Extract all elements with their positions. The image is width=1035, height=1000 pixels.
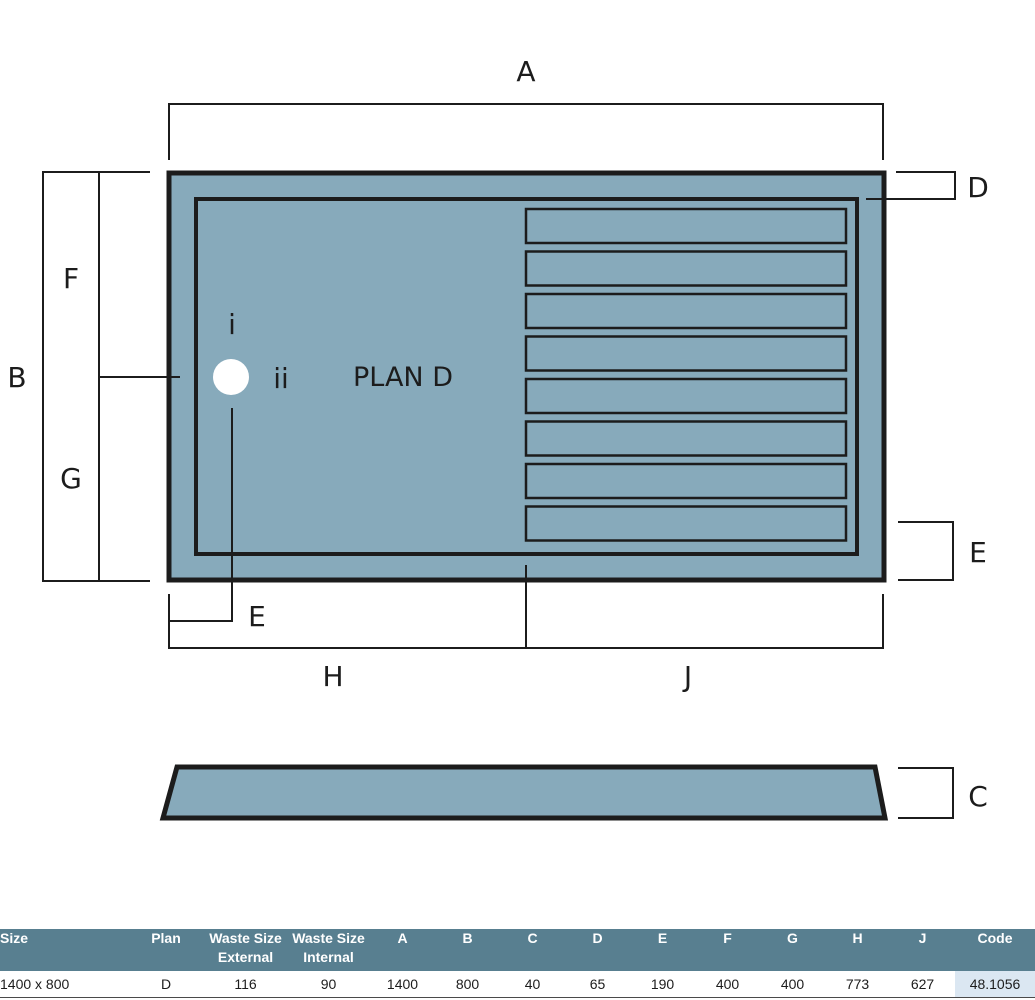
table-row: 1400 x 800 D 116 90 1400 800 40 65 190 4…	[0, 971, 1035, 998]
dimension-e-bottom-label: E	[248, 600, 266, 633]
grate-slot	[524, 420, 848, 457]
header-size: Size	[0, 929, 88, 971]
dimension-a-bracket	[168, 103, 884, 160]
header-e: E	[630, 929, 695, 971]
grate-slot	[524, 207, 848, 245]
grate-slot	[524, 462, 848, 500]
cell-e: 190	[630, 971, 695, 998]
dimension-e-right-bracket	[898, 521, 954, 581]
waste-hole-icon	[213, 359, 249, 395]
waste-external-label: i	[228, 308, 236, 341]
plan-d-diagram: i ii PLAN D A B F G D E E H J C	[7, 55, 989, 821]
header-c: C	[500, 929, 565, 971]
grate-slot	[524, 335, 848, 372]
grate-slot	[524, 292, 848, 330]
dimension-b-label: B	[7, 361, 26, 394]
grate-slot	[524, 505, 848, 542]
table-header-row: Size Plan Waste Size External Waste Size…	[0, 929, 1035, 971]
cell-a: 1400	[370, 971, 435, 998]
cell-h: 773	[825, 971, 890, 998]
header-plan: Plan	[88, 929, 204, 971]
waste-internal-label: ii	[273, 362, 289, 395]
cell-plan: D	[88, 971, 204, 998]
dimension-c-bracket	[898, 767, 954, 819]
cell-b: 800	[435, 971, 500, 998]
header-j: J	[890, 929, 955, 971]
dimension-d-bracket	[866, 171, 956, 200]
dimension-g-label: G	[60, 462, 82, 495]
header-f: F	[695, 929, 760, 971]
cell-size: 1400 x 800	[0, 971, 88, 998]
specification-table: Size Plan Waste Size External Waste Size…	[0, 929, 1035, 998]
header-b: B	[435, 929, 500, 971]
grate-slot	[524, 377, 848, 415]
cell-j: 627	[890, 971, 955, 998]
dimension-f-label: F	[63, 262, 79, 295]
header-waste-internal: Waste Size Internal	[287, 929, 370, 971]
dimension-d-label: D	[967, 171, 989, 204]
dimension-h-label: H	[322, 660, 343, 693]
drain-grate	[524, 207, 848, 542]
tray-inner-outline	[194, 197, 859, 556]
cell-c: 40	[500, 971, 565, 998]
cell-f: 400	[695, 971, 760, 998]
cell-waste-internal: 90	[287, 971, 370, 998]
dimension-a-label: A	[516, 55, 535, 88]
plan-title: PLAN D	[353, 362, 453, 393]
cell-d: 65	[565, 971, 630, 998]
header-h: H	[825, 929, 890, 971]
header-a: A	[370, 929, 435, 971]
dimension-hj-bracket	[168, 565, 884, 649]
header-g: G	[760, 929, 825, 971]
dimension-j-label: J	[682, 660, 692, 693]
header-code: Code	[955, 929, 1035, 971]
dimension-b-bracket	[42, 171, 180, 582]
cell-g: 400	[760, 971, 825, 998]
dimension-e-right-label: E	[969, 536, 987, 569]
cell-waste-external: 116	[204, 971, 287, 998]
header-waste-external: Waste Size External	[204, 929, 287, 971]
cell-code: 48.1056	[955, 971, 1035, 998]
tray-side-elevation	[159, 764, 889, 821]
dimension-c-label: C	[968, 780, 988, 813]
grate-slot	[524, 250, 848, 287]
header-d: D	[565, 929, 630, 971]
